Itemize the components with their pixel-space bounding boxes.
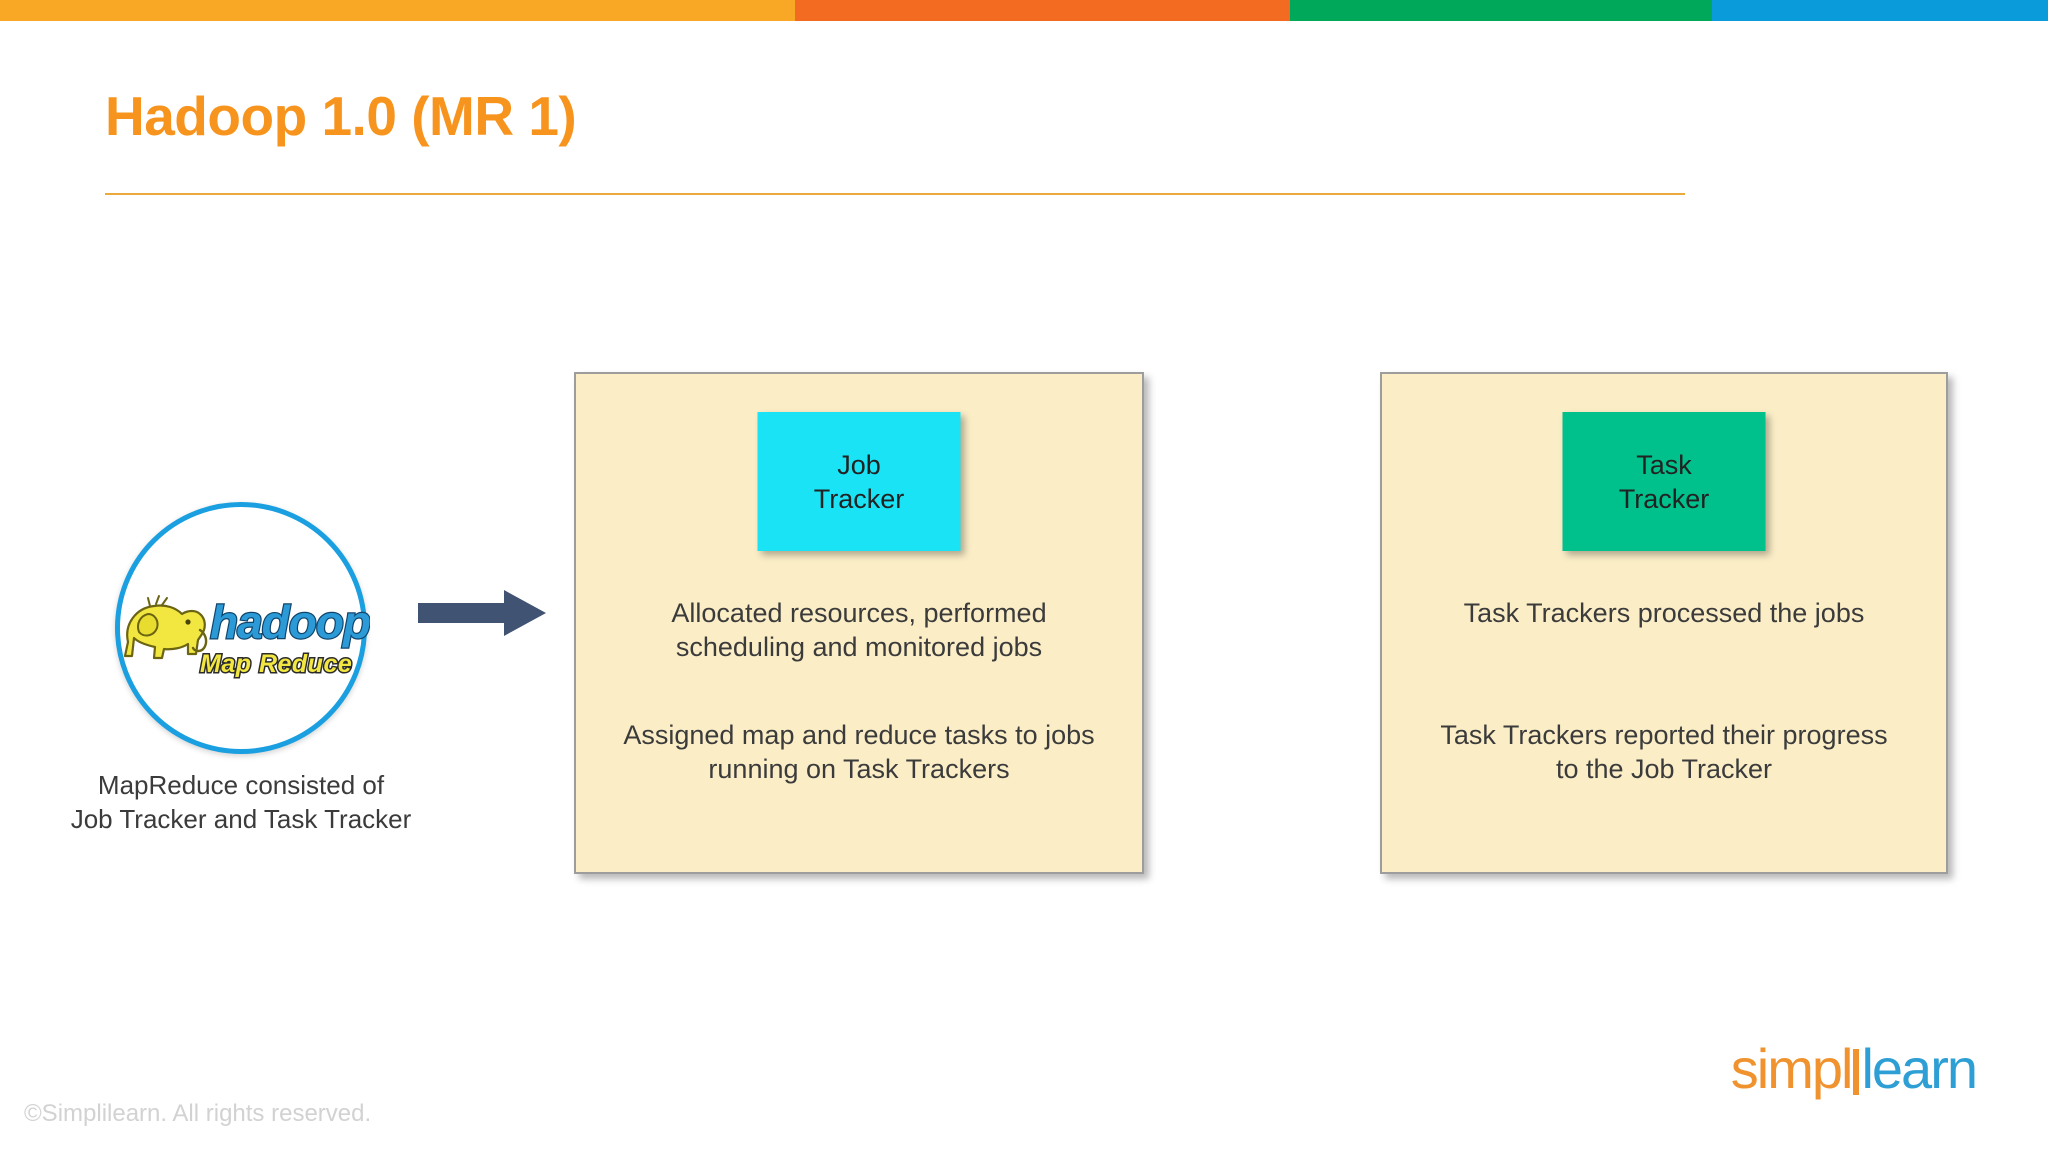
node-label-line-1: Task [1636,449,1692,480]
topbar-segment-blue [1712,0,2048,21]
logo-caption-line-1: MapReduce consisted of [97,770,385,800]
logo-caption: MapReduce consisted of Job Tracker and T… [35,768,447,836]
panel-text-line: running on Task Trackers [708,754,1010,784]
panel-task-tracker-text-1: Task Trackers processed the jobs [1398,596,1930,630]
node-label-line-1: Job [837,449,881,480]
panel-job-tracker: Job Tracker Allocated resources, perform… [574,372,1144,874]
hadoop-mapreduce-logo-icon: hadoop Map Reduce [112,580,372,685]
simplilearn-i-bar-icon [1853,1049,1860,1095]
panel-text-line: Task Trackers processed the jobs [1463,598,1865,628]
right-arrow-icon [418,588,546,638]
svg-text:hadoop: hadoop [210,596,370,648]
panel-job-tracker-text-1: Allocated resources, performed schedulin… [592,596,1126,664]
panel-text-line: Assigned map and reduce tasks to jobs [623,720,1095,750]
node-label-line-2: Tracker [1618,483,1710,514]
node-box-job-tracker: Job Tracker [757,412,961,551]
panel-text-line: to the Job Tracker [1555,754,1773,784]
panel-task-tracker: Task Tracker Task Trackers processed the… [1380,372,1948,874]
top-color-bar [0,0,2048,21]
title-underline-rule [105,193,1685,195]
panel-text-line: scheduling and monitored jobs [675,632,1043,662]
logo-caption-line-2: Job Tracker and Task Tracker [70,804,412,834]
footer-copyright: ©Simplilearn. All rights reserved. [24,1100,372,1127]
page-title: Hadoop 1.0 (MR 1) [105,85,577,147]
topbar-segment-yellow [0,0,795,21]
node-label-line-2: Tracker [813,483,905,514]
panel-job-tracker-text-2: Assigned map and reduce tasks to jobs ru… [592,718,1126,786]
svg-text:Map Reduce: Map Reduce [200,650,352,678]
node-box-task-tracker: Task Tracker [1562,412,1766,551]
hadoop-logo-circle: hadoop Map Reduce [112,502,372,754]
panel-text-line: Allocated resources, performed [671,598,1047,628]
simplilearn-wordmark-part-1: simpl [1730,1037,1854,1100]
panel-task-tracker-text-2: Task Trackers reported their progress to… [1398,718,1930,786]
panel-text-line: Task Trackers reported their progress [1440,720,1888,750]
simplilearn-wordmark-part-2: learn [1861,1037,1978,1100]
topbar-segment-green [1290,0,1712,21]
topbar-segment-orange [795,0,1290,21]
